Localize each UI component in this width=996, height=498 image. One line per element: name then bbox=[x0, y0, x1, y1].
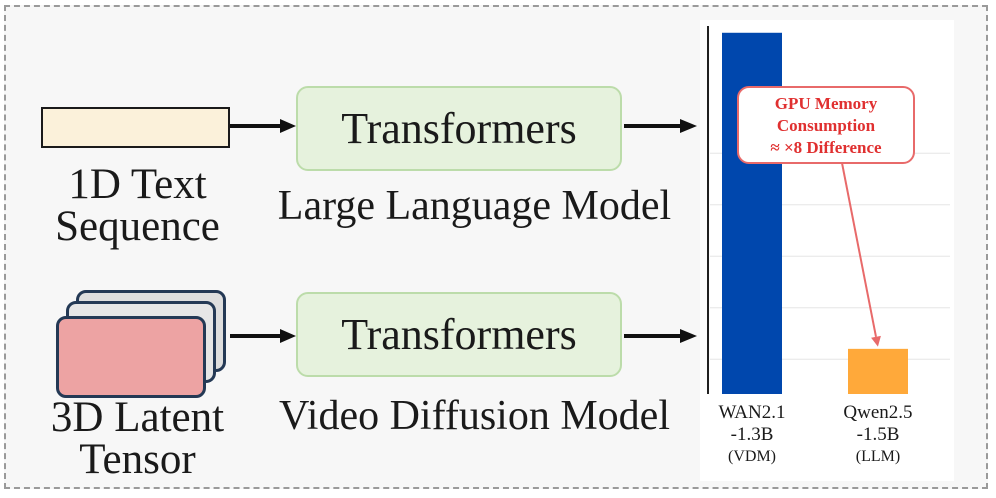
memory-chart-panel: WAN2.1-1.3B (VDM) Qwen2.5-1.5B (LLM) GPU Me… bbox=[700, 20, 954, 481]
latent-tensor-label-line1: 3D Latent bbox=[50, 394, 225, 441]
arrow-latent-to-transformer bbox=[230, 329, 296, 343]
text-sequence-label: 1D Text Sequence bbox=[30, 161, 245, 250]
annotation-line-3: ≈ ×8 Difference bbox=[770, 138, 882, 157]
arrow-llm-to-chart bbox=[624, 119, 697, 133]
annotation-arrow bbox=[841, 162, 877, 338]
annotation-box bbox=[737, 86, 915, 164]
x-tick-label: -1.5B bbox=[857, 424, 900, 445]
llm-transformer-label: Transformers bbox=[341, 104, 577, 153]
qwen-bar bbox=[848, 348, 908, 394]
vdm-transformer-label: Transformers bbox=[341, 310, 577, 359]
text-sequence-label-line2: Sequence bbox=[55, 203, 220, 250]
memory-bar-chart: WAN2.1-1.3B (VDM) Qwen2.5-1.5B (LLM) GPU Me… bbox=[707, 26, 950, 465]
text-sequence-block bbox=[41, 107, 230, 148]
text-sequence-label-line1: 1D Text bbox=[68, 161, 207, 208]
x-tick-label: (VDM) bbox=[728, 448, 776, 465]
x-tick-label: Qwen2.5 bbox=[843, 402, 912, 423]
x-tick-label: WAN2.1 bbox=[718, 402, 785, 423]
x-tick-label: -1.3B bbox=[731, 424, 774, 445]
annotation-arrowhead bbox=[871, 335, 881, 347]
x-tick-label: (LLM) bbox=[856, 448, 900, 465]
latent-tensor-label-line2: Tensor bbox=[79, 436, 196, 483]
annotation-line-2: Consumption bbox=[777, 116, 876, 135]
latent-frame-front bbox=[56, 316, 206, 398]
x-tick-labels: WAN2.1-1.3B (VDM) Qwen2.5-1.5B (LLM) bbox=[718, 402, 912, 465]
vdm-caption: Video Diffusion Model bbox=[278, 393, 670, 439]
annotation-line-1: GPU Memory bbox=[775, 94, 878, 113]
llm-caption: Large Language Model bbox=[277, 183, 672, 229]
vdm-transformer-box: Transformers bbox=[296, 292, 622, 377]
latent-tensor-label: 3D Latent Tensor bbox=[30, 394, 245, 483]
arrow-vdm-to-chart bbox=[624, 329, 697, 343]
llm-transformer-box: Transformers bbox=[296, 86, 622, 171]
arrow-text-to-transformer bbox=[230, 119, 296, 133]
